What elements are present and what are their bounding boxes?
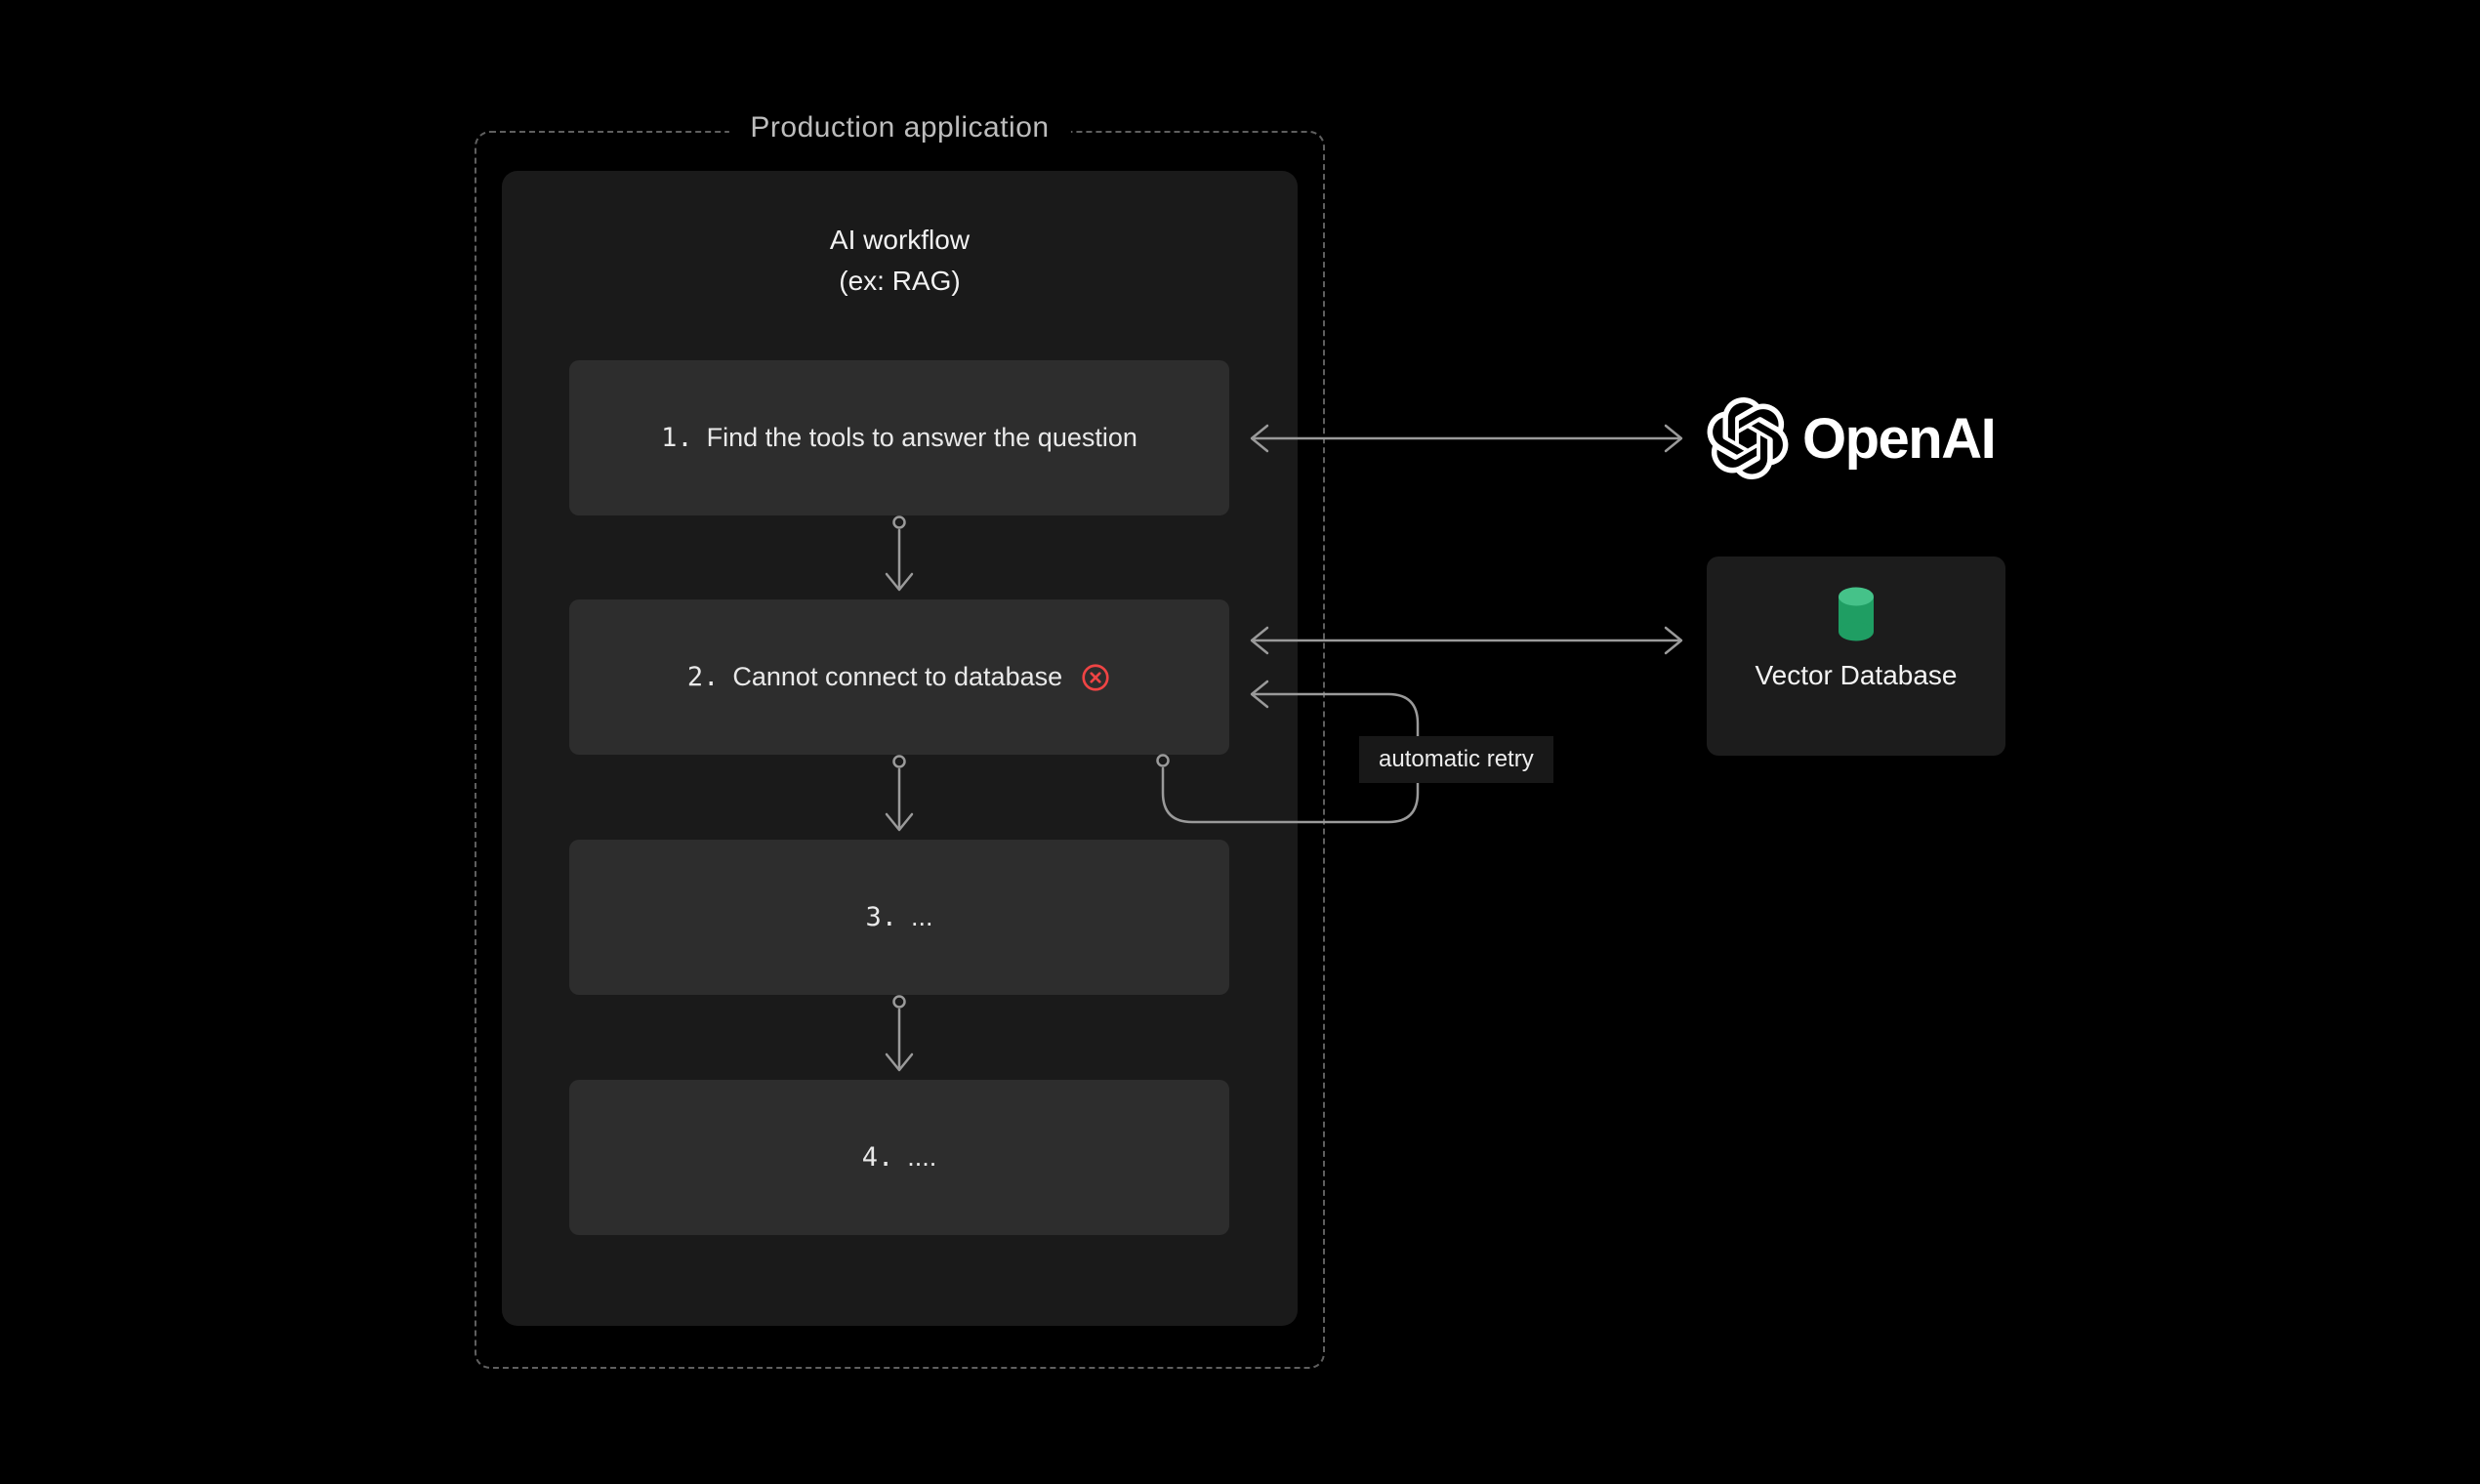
vector-database-label: Vector Database (1755, 660, 1958, 690)
openai-logo-icon (1707, 397, 1789, 480)
step-1-number: 1. (661, 423, 693, 453)
workflow-step-4: 4. .... (569, 1080, 1229, 1235)
step-3-label: ... (911, 902, 933, 931)
ai-workflow-title-line2: (ex: RAG) (839, 266, 961, 296)
database-cylinder-icon (1833, 586, 1880, 642)
error-x-circle-icon (1080, 662, 1111, 693)
workflow-step-3: 3. ... (569, 840, 1229, 995)
ai-workflow-title: AI workflow (ex: RAG) (502, 220, 1298, 302)
openai-logo: OpenAI (1707, 392, 1997, 484)
step-3-number: 3. (865, 902, 897, 932)
workflow-step-1: 1. Find the tools to answer the question (569, 360, 1229, 515)
automatic-retry-label: automatic retry (1359, 736, 1553, 783)
production-application-label: Production application (728, 111, 1071, 144)
vector-database-card: Vector Database (1707, 556, 2005, 756)
step-2-number: 2. (686, 662, 720, 692)
step-4-label: .... (907, 1142, 937, 1172)
openai-wordmark: OpenAI (1802, 406, 1997, 471)
step-1-label: Find the tools to answer the question (706, 423, 1137, 452)
step-2-label: Cannot connect to database (732, 662, 1063, 691)
step-4-number: 4. (861, 1142, 894, 1173)
workflow-step-2: 2. Cannot connect to database (569, 599, 1229, 755)
ai-workflow-title-line1: AI workflow (829, 225, 971, 255)
